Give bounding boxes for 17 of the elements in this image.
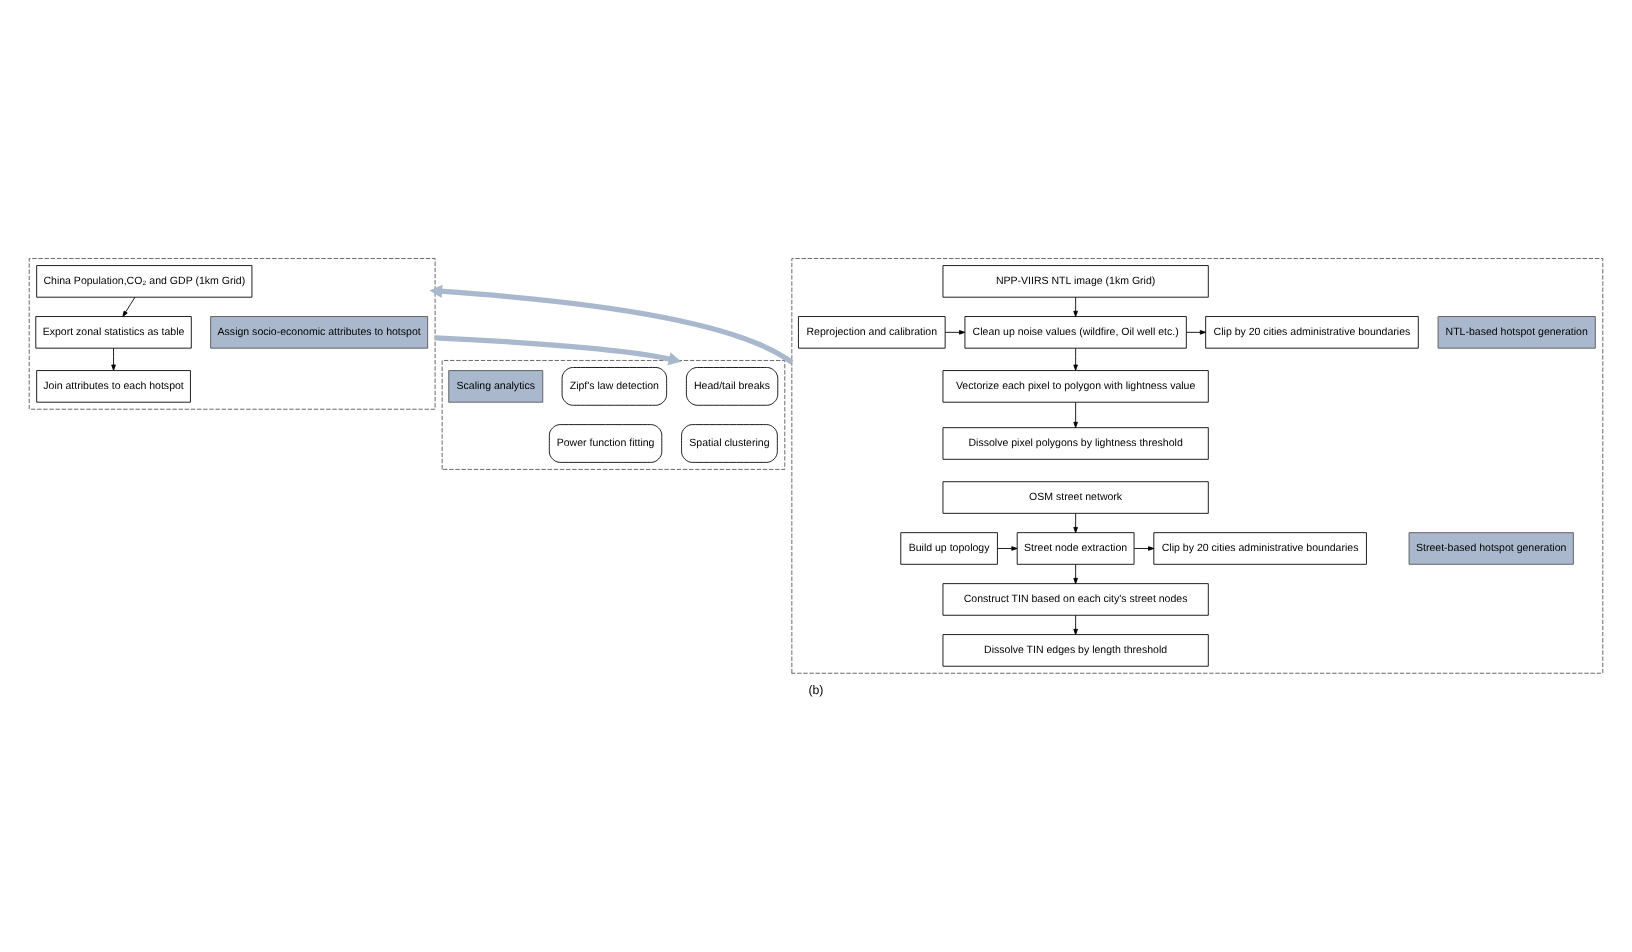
arrow (1133, 546, 1155, 551)
arrow (997, 546, 1018, 551)
arrow (1073, 296, 1078, 317)
arrow (1073, 614, 1078, 636)
arrow (1073, 513, 1078, 534)
arrow (1073, 401, 1078, 428)
cluster (791, 258, 1604, 674)
cluster (441, 360, 786, 470)
arrow (435, 335, 682, 366)
arrow (111, 347, 116, 371)
arrow (1185, 330, 1206, 335)
arrow (945, 330, 966, 335)
arrow (429, 284, 794, 365)
cluster (28, 258, 436, 410)
arrow (1073, 347, 1078, 371)
arrow (1073, 563, 1078, 585)
arrow (122, 296, 136, 317)
